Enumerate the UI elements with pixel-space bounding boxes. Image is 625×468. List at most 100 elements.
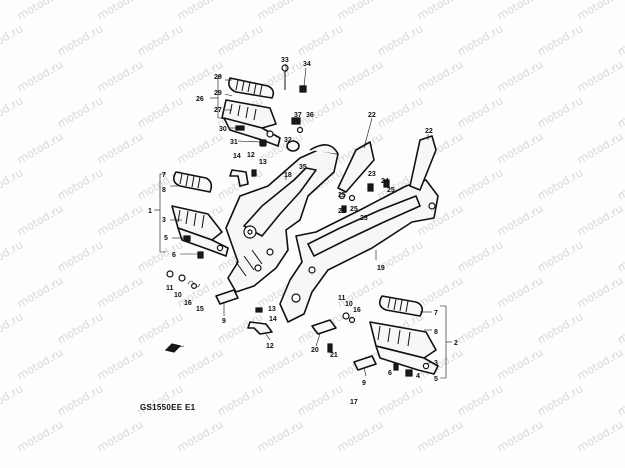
watermark-text: motod.ru (415, 274, 465, 310)
watermark-text: motod.ru (215, 22, 265, 58)
callout-21a: 21 (338, 208, 346, 215)
callout-2: 2 (454, 340, 458, 347)
watermark-text: motod.ru (535, 238, 585, 274)
watermark-text: motod.ru (15, 418, 65, 454)
callout-3-left: 3 (162, 217, 166, 224)
watermark-text: motod.ru (455, 238, 505, 274)
callout-24: 24 (381, 178, 389, 185)
watermark-text: motod.ru (215, 382, 265, 418)
callout-6-left: 6 (172, 252, 176, 259)
watermark-text: motod.ru (295, 382, 345, 418)
callout-36: 36 (306, 112, 314, 119)
callout-13: 13 (259, 159, 267, 166)
watermark-text: motod.ru (415, 418, 465, 454)
watermark-text: motod.ru (55, 310, 105, 346)
callout-20: 20 (311, 347, 319, 354)
pins-lower (166, 270, 377, 371)
watermark-text: motod.ru (575, 202, 625, 238)
watermark-text: motod.ru (455, 94, 505, 130)
watermark-text: motod.ru (0, 22, 25, 58)
watermark-text: motod.ru (255, 0, 305, 23)
callout-14-lower: 14 (269, 316, 277, 323)
watermark-text: motod.ru (575, 0, 625, 23)
callout-23a: 23 (368, 171, 376, 178)
watermark-text: motod.ru (535, 166, 585, 202)
callout-22b: 22 (425, 128, 433, 135)
watermark-text: motod.ru (15, 274, 65, 310)
watermark-text: motod.ru (0, 310, 25, 346)
watermark-text: motod.ru (575, 274, 625, 310)
callout-34: 34 (303, 61, 311, 68)
watermark-text: motod.ru (535, 22, 585, 58)
watermark-text: motod.ru (455, 382, 505, 418)
watermark-text: motod.ru (415, 0, 465, 23)
watermark-text: motod.ru (375, 94, 425, 130)
callout-7-right: 7 (434, 310, 438, 317)
callout-5-right: 5 (434, 376, 438, 383)
callout-25a: 25 (338, 192, 346, 199)
callout-9-left: 9 (222, 318, 226, 325)
watermark-text: motod.ru (295, 94, 345, 130)
watermark-text: motod.ru (55, 22, 105, 58)
watermark-text: motod.ru (55, 94, 105, 130)
callout-9-right: 9 (362, 380, 366, 387)
watermark-text: motod.ru (95, 58, 145, 94)
watermark-text: motod.ru (135, 310, 185, 346)
front-direction-arrow-icon (164, 343, 185, 353)
footrest-right (369, 295, 439, 377)
small-brackets (229, 169, 273, 335)
callout-28: 28 (214, 74, 222, 81)
watermark-text: motod.ru (95, 130, 145, 166)
watermark-text: motod.ru (535, 382, 585, 418)
callout-35: 35 (299, 164, 307, 171)
callout-29: 29 (214, 90, 222, 97)
watermark-text: motod.ru (495, 130, 545, 166)
callout-8-right: 8 (434, 329, 438, 336)
callout-12: 12 (247, 152, 255, 159)
watermark-text: motod.ru (495, 274, 545, 310)
watermark-text: motod.ru (0, 166, 25, 202)
callout-26: 26 (196, 96, 204, 103)
watermark-text: motod.ru (175, 346, 225, 382)
watermark-text: motod.ru (15, 130, 65, 166)
frame-bracket-left (225, 144, 339, 293)
watermark-text: motod.ru (495, 202, 545, 238)
callout-15: 15 (196, 306, 204, 313)
callout-21-lower: 21 (330, 352, 338, 359)
watermark-text: motod.ru (575, 346, 625, 382)
watermark-text: motod.ru (535, 94, 585, 130)
callout-11-right: 11 (338, 295, 346, 302)
watermark-text: motod.ru (335, 0, 385, 23)
watermark-text: motod.ru (175, 130, 225, 166)
bolt-set-center (338, 179, 390, 213)
callout-8-left: 8 (162, 187, 166, 194)
watermark-text: motod.ru (455, 22, 505, 58)
watermark-text: motod.ru (495, 58, 545, 94)
watermark-text: motod.ru (175, 0, 225, 23)
watermark-text: motod.ru (95, 274, 145, 310)
watermark-text: motod.ru (415, 58, 465, 94)
callout-16-right: 16 (353, 307, 361, 314)
callout-4: 4 (416, 373, 420, 380)
callout-7-left: 7 (162, 172, 166, 179)
watermark-text: motod.ru (95, 418, 145, 454)
watermark-text: motod.ru (135, 94, 185, 130)
leader-lines (154, 64, 452, 379)
watermark-text: motod.ru (335, 58, 385, 94)
watermark-text: motod.ru (455, 166, 505, 202)
watermark-text: motod.ru (15, 58, 65, 94)
watermark-text: motod.ru (255, 418, 305, 454)
callout-30: 30 (219, 126, 227, 133)
watermark-text: motod.ru (495, 346, 545, 382)
callout-12-lower: 12 (266, 343, 274, 350)
callout-32: 32 (284, 137, 292, 144)
footrest-left (171, 171, 229, 259)
callout-11-left: 11 (166, 285, 174, 292)
model-code: GS1550EE E1 (140, 403, 196, 412)
watermark-text: motod.ru (615, 22, 625, 58)
watermark-text: motod.ru (575, 130, 625, 166)
callout-25b: 25 (350, 206, 358, 213)
